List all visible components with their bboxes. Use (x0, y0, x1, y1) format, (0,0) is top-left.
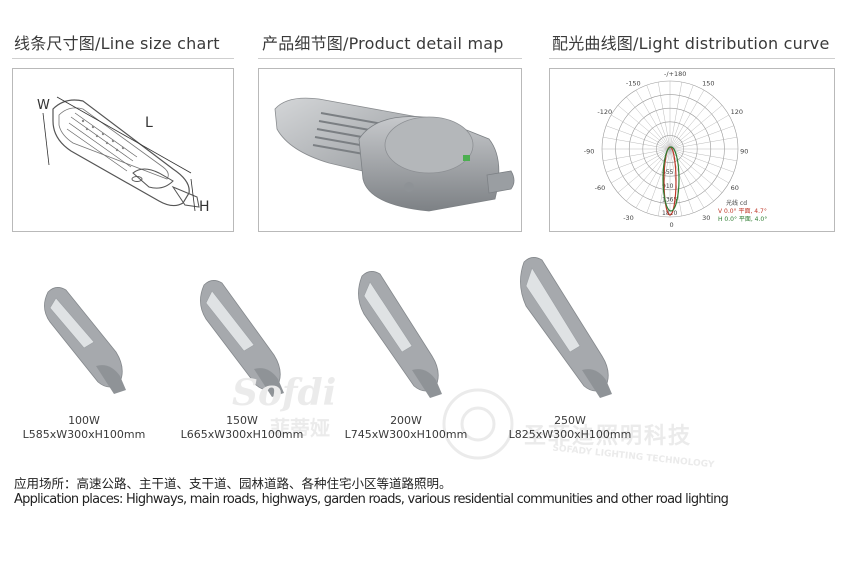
polar-spoke (617, 105, 671, 150)
polar-spoke (669, 125, 734, 150)
polar-spoke (669, 85, 694, 150)
polar-spoke (617, 148, 671, 193)
dimension-h-label: H (199, 199, 210, 215)
polar-spoke (669, 105, 723, 150)
product-size: L665xW300xH100mm (180, 428, 304, 441)
application-text-cn: 应用场所：高速公路、主干道、支干道、园林道路、各种住宅小区等道路照明。 (14, 476, 452, 491)
polar-spoke (611, 114, 671, 150)
legend-v: V 0.0° 平面, 4.7° (718, 208, 767, 215)
product-render (274, 97, 515, 212)
product-label-150w: 150W L665xW300xH100mm (172, 414, 312, 442)
polar-radial-label: 1820 (662, 210, 677, 217)
polar-spoke (635, 90, 671, 150)
polar-angle-label: -/+180 (664, 70, 686, 78)
polar-angle-label: -30 (623, 214, 634, 222)
polar-spoke (669, 90, 705, 150)
light-distribution-title: 配光曲线图/Light distribution curve (552, 34, 830, 53)
polar-spoke (669, 81, 683, 150)
polar-angle-label: 0 (669, 221, 673, 229)
product-size: L585xW300xH100mm (22, 428, 146, 441)
lamp-150w-image (200, 280, 284, 397)
line-size-panel: W L H (12, 68, 234, 232)
h-curve (662, 146, 680, 212)
product-power: 100W (68, 414, 100, 427)
product-detail-panel (258, 68, 522, 232)
polar-spoke (611, 148, 671, 184)
polar-spoke (669, 148, 734, 173)
application-text-en: Application places: Highways, main roads… (14, 492, 729, 507)
watermark-en-company: SOFADY LIGHTING TECHNOLOGY (551, 443, 715, 471)
polar-angle-label: 90 (740, 147, 748, 155)
polar-diagram: -/+180 -150 150 -120 120 -90 90 -60 60 -30 30 0 1820… (584, 70, 767, 229)
polar-angle-label: 150 (702, 79, 714, 87)
product-power: 200W (390, 414, 422, 427)
polar-spoke (669, 148, 705, 208)
line-size-title: 线条尺寸图/Line size chart (14, 34, 220, 53)
polar-spoke (669, 148, 729, 184)
dimension-l-label: L (145, 115, 153, 131)
polar-spoke (646, 85, 671, 150)
polar-radial-label: 910 (662, 183, 674, 190)
polar-spoke (602, 136, 671, 150)
polar-spoke (646, 148, 671, 213)
section-rule (258, 58, 522, 59)
product-power: 150W (226, 414, 258, 427)
polar-spoke (669, 114, 729, 150)
polar-spoke (657, 81, 671, 150)
legend-h: H 0.0° 平面, 4.0° (718, 216, 767, 223)
polar-angle-label: -60 (595, 184, 606, 192)
legend-title: 光线 cd (726, 199, 747, 207)
line-drawing: W L H (37, 96, 210, 215)
section-rule (12, 58, 234, 59)
polar-spoke (606, 148, 671, 173)
lamp-100w-image (44, 287, 126, 394)
section-rule (549, 58, 835, 59)
polar-angle-label: 60 (731, 184, 739, 192)
polar-radial-label: 1365 (662, 196, 677, 203)
product-size: L825xW300xH100mm (508, 428, 632, 441)
product-label-100w: 100W L585xW300xH100mm (14, 414, 154, 442)
polar-spoke (669, 96, 714, 150)
light-distribution-panel: -/+180 -150 150 -120 120 -90 90 -60 60 -30 30 0 1820… (549, 68, 835, 232)
product-detail-title: 产品细节图/Product detail map (262, 34, 504, 53)
polar-angle-label: -120 (597, 108, 612, 116)
polar-spoke (669, 148, 738, 162)
product-label-250w: 250W L825xW300xH100mm (500, 414, 640, 442)
dimension-w-label: W (37, 98, 50, 113)
polar-spoke (669, 136, 738, 150)
lamp-200w-image (358, 271, 442, 398)
product-label-200w: 200W L745xW300xH100mm (336, 414, 476, 442)
product-size: L745xW300xH100mm (344, 428, 468, 441)
polar-angle-label: -150 (626, 79, 641, 87)
product-power: 250W (554, 414, 586, 427)
polar-spoke (602, 148, 671, 162)
polar-spoke (626, 96, 671, 150)
polar-radial-label: 455 (662, 169, 674, 176)
polar-angle-label: 30 (702, 214, 710, 222)
polar-angle-label: 120 (731, 108, 743, 116)
lamp-250w-image (520, 257, 612, 398)
polar-spoke (669, 148, 723, 193)
polar-spoke (626, 148, 671, 202)
polar-spoke (669, 148, 694, 213)
polar-spoke (606, 125, 671, 150)
polar-angle-label: -90 (584, 147, 595, 155)
